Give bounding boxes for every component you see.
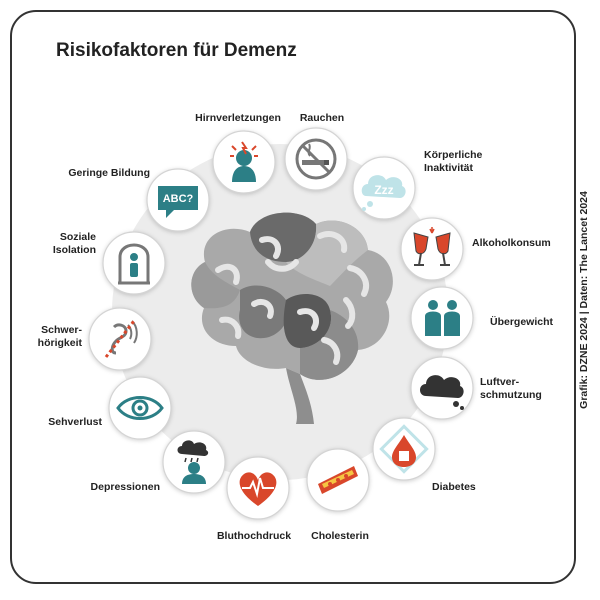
factor-label: Cholesterin [311,530,369,542]
overweight-people-icon [425,300,460,336]
factor-label: Rauchen [300,112,344,124]
factor-schwerhoerigkeit: Schwer-hörigkeit [38,307,152,371]
factor-label: Luftver-schmutzung [480,376,542,401]
artery-plaque-icon [318,466,358,494]
svg-text:Zzz: Zzz [374,183,393,197]
factor-uebergewicht: Übergewicht [410,286,554,350]
smog-cloud-icon [420,375,464,410]
factor-depressionen: Depressionen [91,430,226,494]
factor-label: Übergewicht [490,315,554,328]
brain-illustration [191,212,393,424]
isolated-person-icon [118,243,150,285]
abc-speech-icon: ABC? [158,186,198,218]
factor-label: Diabetes [432,481,476,493]
eye-icon [116,396,164,420]
sugar-drop-icon [379,424,429,474]
factor-rauchen: Rauchen [284,112,348,191]
factor-hirnverletzungen: Hirnverletzungen [195,112,281,194]
sleep-zzz-icon: Zzz [361,175,406,211]
factor-alkoholkonsum: Alkoholkonsum [400,217,551,281]
heartbeat-icon [239,472,277,506]
factor-diabetes: Diabetes [372,417,476,493]
factor-label: Alkoholkonsum [472,237,551,249]
factor-geringe-bildung: ABC? Geringe Bildung [68,167,210,232]
factor-cholesterin: Cholesterin [306,448,370,542]
factor-label: Schwer-hörigkeit [38,324,83,349]
rain-cloud-person-icon [177,440,209,484]
factor-luftverschmutzung: Luftver-schmutzung [410,356,542,420]
factor-label: Geringe Bildung [68,167,150,179]
factor-label: Hirnverletzungen [195,112,281,124]
head-injury-icon [230,141,258,182]
svg-text:ABC?: ABC? [163,193,194,205]
no-smoking-icon [295,138,337,180]
factor-sehverlust: Sehverlust [48,376,172,440]
factor-bluthochdruck: Bluthochdruck [217,456,291,542]
factor-label: Sehverlust [48,416,102,428]
factor-circle [410,286,474,350]
factor-label: Depressionen [91,481,160,493]
factor-label: Bluthochdruck [217,530,291,542]
wine-glasses-icon [413,227,451,266]
figure-title: Risikofaktoren für Demenz [56,40,297,61]
